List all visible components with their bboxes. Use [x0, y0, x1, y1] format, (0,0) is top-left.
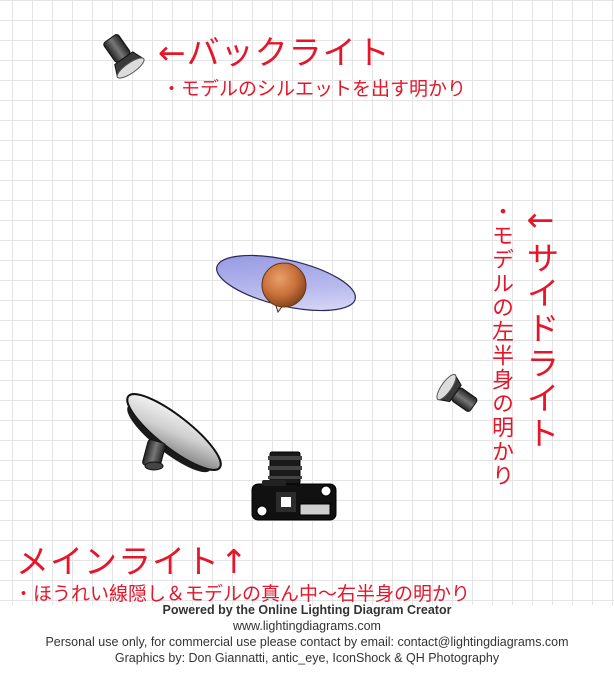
main-light-title: メインライト↑: [16, 542, 249, 581]
camera-icon: [251, 451, 337, 521]
main-light-description: ・ほうれい線隠し＆モデルの真ん中〜右半身の明かり: [14, 583, 471, 605]
footer-graphics-credit: Graphics by: Don Giannatti, antic_eye, I…: [114, 651, 500, 665]
side-light-description: ・モデルの左半身の明かり: [488, 200, 513, 488]
side-light-icon: [436, 373, 478, 412]
back-light-icon: [103, 34, 145, 79]
back-light-title: ←バックライト: [158, 33, 391, 72]
model-head: [261, 262, 307, 308]
side-light-title: ←サイドライト: [521, 200, 560, 451]
main-light-beauty-dish-icon: [126, 393, 222, 473]
footer-website[interactable]: www.lightingdiagrams.com: [233, 619, 381, 633]
footer-usage-note: Personal use only, for commercial use pl…: [45, 635, 569, 649]
lighting-diagram: [103, 34, 478, 521]
footer-powered-by: Powered by the Online Lighting Diagram C…: [162, 603, 452, 617]
back-light-description: ・モデルのシルエットを出す明かり: [162, 78, 467, 100]
model-subject: [216, 254, 356, 314]
